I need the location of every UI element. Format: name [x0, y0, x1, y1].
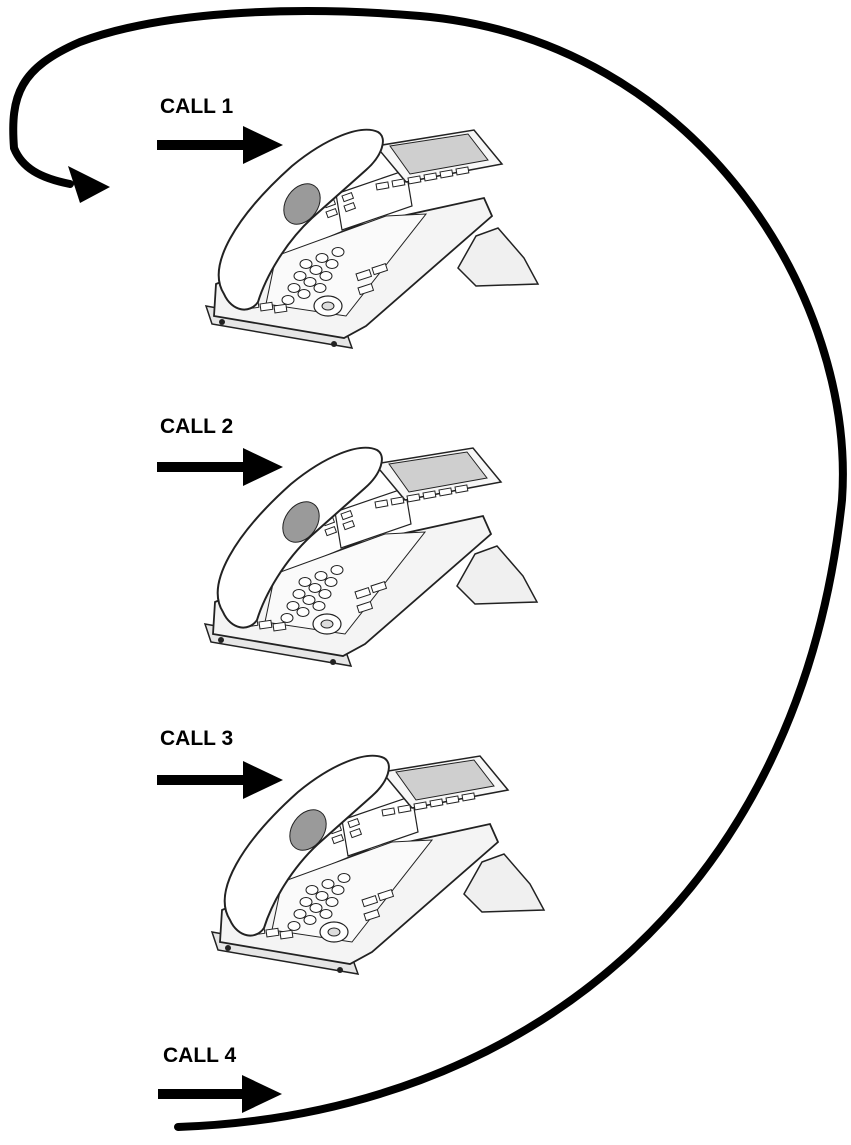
- call-2-arrow: [157, 448, 283, 486]
- call-4-label: CALL 4: [163, 1044, 236, 1067]
- rotation-loop-arrowhead: [68, 166, 110, 203]
- call-1-label: CALL 1: [160, 95, 233, 118]
- call-1-arrow: [157, 126, 283, 164]
- call-2-label: CALL 2: [160, 415, 233, 438]
- call-1-phone-image: [206, 130, 538, 348]
- call-2-phone-image: [205, 448, 537, 666]
- call-3-label: CALL 3: [160, 727, 233, 750]
- call-4-arrow: [158, 1075, 282, 1113]
- call-3-arrow: [157, 761, 283, 799]
